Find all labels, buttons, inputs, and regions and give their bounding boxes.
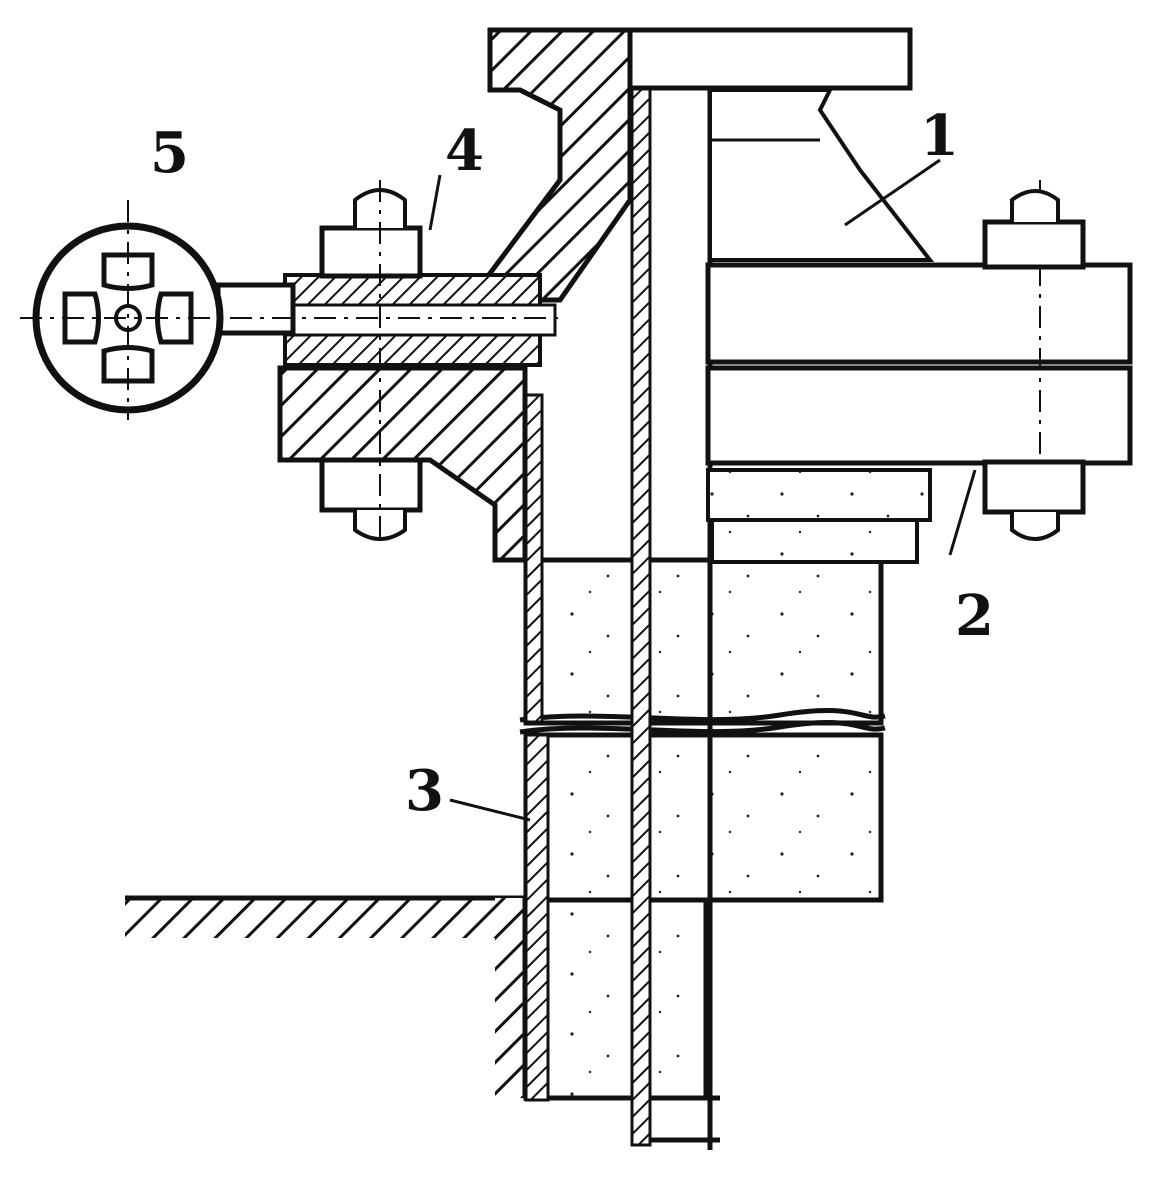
handwheel <box>20 200 560 420</box>
flange-pair <box>705 180 1133 564</box>
callout-3: 3 <box>405 758 444 824</box>
sleeve-wall <box>524 393 550 1102</box>
bolt-right <box>982 189 1086 541</box>
callout-1: 1 <box>920 103 959 169</box>
bolt-left <box>319 180 423 545</box>
callout-5: 5 <box>150 120 189 186</box>
leader-lines <box>428 158 977 822</box>
ground-wall <box>125 895 528 1098</box>
callout-2: 2 <box>955 583 994 649</box>
left-flange-block <box>277 273 557 563</box>
lower-body-block <box>519 557 886 1101</box>
callout-4: 4 <box>445 118 484 184</box>
callout-labels: 1 2 3 4 5 <box>150 103 994 824</box>
top-casting <box>465 27 935 303</box>
